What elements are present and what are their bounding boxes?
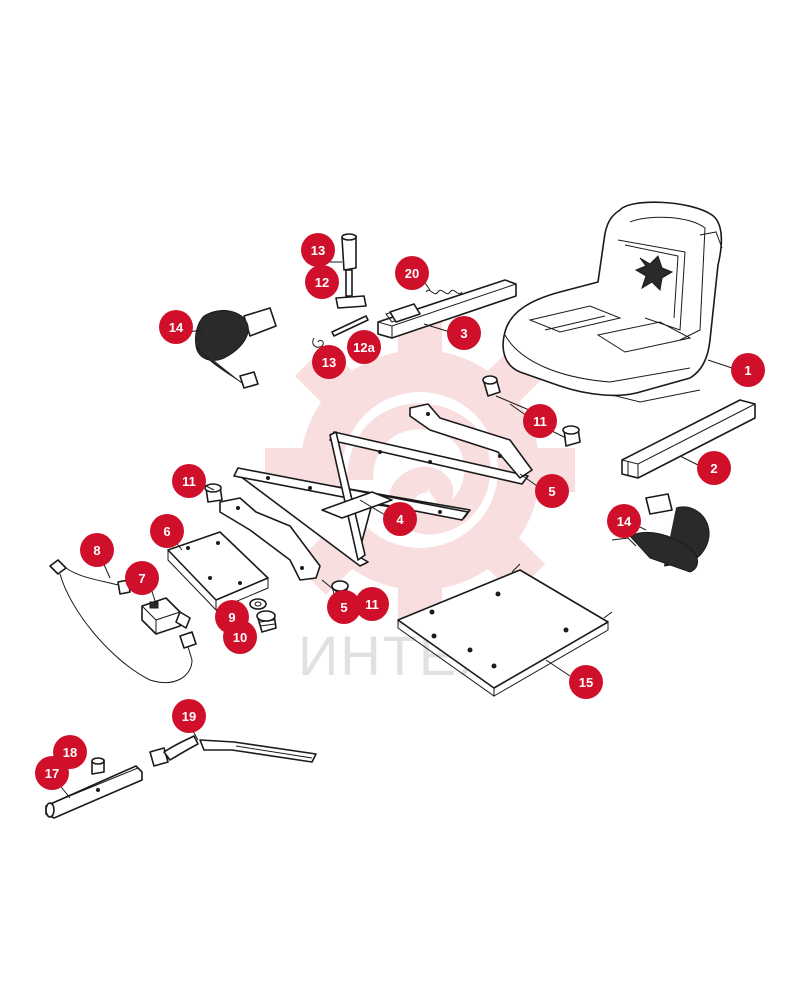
callout-15[interactable]: 15 — [569, 665, 603, 699]
svg-text:11: 11 — [533, 414, 547, 429]
bracket-part-5-upper — [409, 403, 533, 479]
handle-part-17 — [45, 765, 143, 819]
svg-text:13: 13 — [322, 355, 336, 370]
svg-text:15: 15 — [579, 675, 593, 690]
svg-text:18: 18 — [63, 745, 77, 760]
seat-part-1 — [502, 201, 723, 403]
callout-12a[interactable]: 12a — [347, 330, 381, 364]
callout-13-bottom[interactable]: 13 — [312, 345, 346, 379]
svg-text:14: 14 — [169, 320, 184, 335]
svg-text:6: 6 — [163, 524, 170, 539]
callout-5-upper[interactable]: 5 — [535, 474, 569, 508]
callout-20[interactable]: 20 — [395, 256, 429, 290]
callout-5-lower[interactable]: 5 — [327, 590, 361, 624]
callout-10[interactable]: 10 — [223, 620, 257, 654]
seatbelt-part-14-left — [195, 307, 277, 389]
callout-12[interactable]: 12 — [305, 265, 339, 299]
svg-text:20: 20 — [405, 266, 419, 281]
callout-18[interactable]: 18 — [53, 735, 87, 769]
bracket-part-5-lower — [219, 497, 321, 581]
plate-part-6 — [167, 531, 269, 612]
callout-2[interactable]: 2 — [697, 451, 731, 485]
washer-part-9 — [249, 598, 267, 610]
bumper-part-11-b — [562, 425, 581, 447]
callout-8[interactable]: 8 — [80, 533, 114, 567]
svg-text:19: 19 — [182, 709, 196, 724]
callout-13-top[interactable]: 13 — [301, 233, 335, 267]
svg-text:10: 10 — [233, 630, 247, 645]
base-plate-part-15 — [397, 563, 613, 697]
svg-text:1: 1 — [744, 363, 751, 378]
svg-text:7: 7 — [138, 571, 145, 586]
callout-6[interactable]: 6 — [150, 514, 184, 548]
svg-text:4: 4 — [396, 512, 404, 527]
clip-part-13-lower — [312, 337, 324, 348]
svg-text:12: 12 — [315, 275, 329, 290]
callout-14-left[interactable]: 14 — [159, 310, 193, 344]
svg-text:11: 11 — [365, 597, 379, 612]
bumper-part-11-c — [204, 483, 223, 503]
bushing-part-10 — [256, 610, 277, 633]
svg-text:8: 8 — [93, 543, 100, 558]
callout-19[interactable]: 19 — [172, 699, 206, 733]
callout-3[interactable]: 3 — [447, 316, 481, 350]
callout-11-top[interactable]: 11 — [523, 404, 557, 438]
svg-text:11: 11 — [182, 474, 196, 489]
pin-part-12 — [335, 269, 367, 309]
spring-part-20 — [389, 289, 463, 323]
svg-text:5: 5 — [340, 600, 347, 615]
callouts: 1 2 3 4 5 5 6 7 8 9 10 11 11 11 12 12a 1… — [35, 233, 765, 790]
callout-14-right[interactable]: 14 — [607, 504, 641, 538]
callout-1[interactable]: 1 — [731, 353, 765, 387]
slide-rail-part-2 — [621, 399, 756, 479]
callout-11-lower[interactable]: 11 — [355, 587, 389, 621]
svg-text:9: 9 — [228, 610, 235, 625]
callout-11-left[interactable]: 11 — [172, 464, 206, 498]
svg-text:13: 13 — [311, 243, 325, 258]
callout-7[interactable]: 7 — [125, 561, 159, 595]
svg-text:3: 3 — [460, 326, 467, 341]
seatbelt-part-14-right — [611, 493, 710, 573]
svg-text:5: 5 — [548, 484, 555, 499]
svg-text:17: 17 — [45, 766, 59, 781]
pin-part-12a — [331, 315, 369, 337]
lever-part-19 — [149, 735, 317, 767]
switch-part-7 — [141, 597, 191, 635]
cap-part-18 — [91, 757, 105, 775]
grip-part-13-upper — [341, 233, 357, 271]
svg-text:2: 2 — [710, 461, 717, 476]
svg-text:14: 14 — [617, 514, 632, 529]
svg-text:12a: 12a — [353, 340, 375, 355]
callout-4[interactable]: 4 — [383, 502, 417, 536]
